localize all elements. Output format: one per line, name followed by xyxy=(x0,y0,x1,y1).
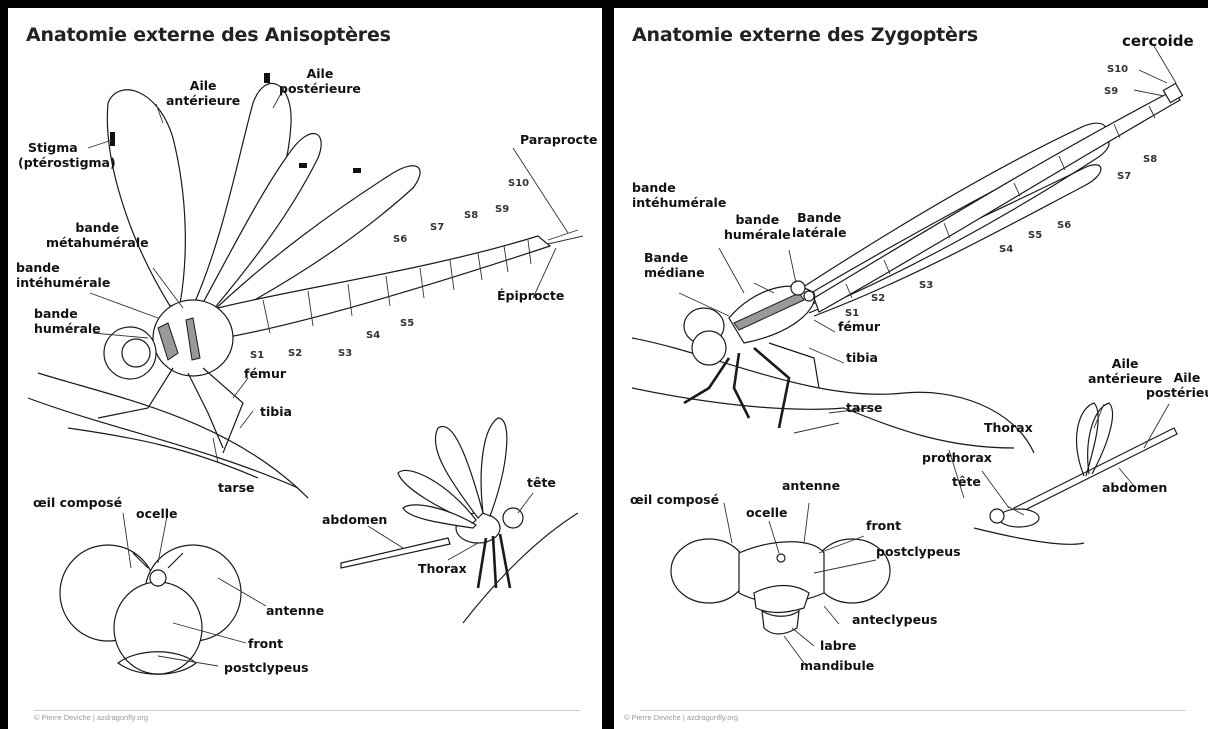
segment-s2: S2 xyxy=(871,293,885,304)
segment-s10: S10 xyxy=(508,178,529,189)
label-line: Bande xyxy=(644,250,705,265)
label-labre: labre xyxy=(820,638,856,653)
label-line: Aile xyxy=(1146,370,1208,385)
segment-s8: S8 xyxy=(464,210,478,221)
label-stigma: Stigma (ptérostigma) xyxy=(18,140,116,170)
label-cercoide: cercoide xyxy=(1122,34,1194,49)
label-oeil-compose: œil composé xyxy=(33,495,122,510)
label-line: intéhumérale xyxy=(16,275,110,290)
zygoptera-panel: Anatomie externe des Zygoptèrs cercoide … xyxy=(614,8,1208,729)
label-line: Bande xyxy=(792,210,847,225)
label-thorax: Thorax xyxy=(984,420,1033,435)
label-tete: tête xyxy=(527,475,556,490)
label-line: Aile xyxy=(279,66,361,81)
segment-s3: S3 xyxy=(919,280,933,291)
label-line: latérale xyxy=(792,225,847,240)
segment-s4: S4 xyxy=(999,244,1013,255)
label-bande-humerale: bande humérale xyxy=(724,212,791,242)
label-line: humérale xyxy=(724,227,791,242)
label-postclypeus: postclypeus xyxy=(224,660,309,675)
label-line: bande xyxy=(632,180,726,195)
label-thorax: Thorax xyxy=(418,561,467,576)
label-antenne: antenne xyxy=(266,603,324,618)
label-femur: fémur xyxy=(838,319,880,334)
label-oeil-compose: œil composé xyxy=(630,492,719,507)
segment-s6: S6 xyxy=(1057,220,1071,231)
footer-divider xyxy=(640,710,1186,711)
label-front: front xyxy=(866,518,901,533)
label-line: Aile xyxy=(166,78,240,93)
label-ocelle: ocelle xyxy=(746,505,788,520)
segment-s10: S10 xyxy=(1107,64,1128,75)
credit: © Pierre Deviche | azdragonfly.org xyxy=(34,713,148,722)
label-line: antérieure xyxy=(166,93,240,108)
label-bande-metahumerale: bande métahumérale xyxy=(46,220,149,250)
page-title: Anatomie externe des Zygoptèrs xyxy=(632,24,978,46)
label-epiprocte: Épiprocte xyxy=(497,288,564,303)
label-tibia: tibia xyxy=(846,350,878,365)
label-line: médiane xyxy=(644,265,705,280)
label-tarse: tarse xyxy=(846,400,883,415)
label-line: métahumérale xyxy=(46,235,149,250)
anisoptera-illustration xyxy=(8,8,602,729)
label-line: humérale xyxy=(34,321,101,336)
label-line: Aile xyxy=(1088,356,1162,371)
label-bande-intehumerale: bande intéhumérale xyxy=(632,180,726,210)
label-aile-posterieure: Aile postérieure xyxy=(279,66,361,96)
label-line: bande xyxy=(16,260,110,275)
label-line: bande xyxy=(724,212,791,227)
label-femur: fémur xyxy=(244,366,286,381)
label-mandibule: mandibule xyxy=(800,658,874,673)
label-antenne: antenne xyxy=(782,478,840,493)
segment-s3: S3 xyxy=(338,348,352,359)
label-line: (ptérostigma) xyxy=(18,155,116,170)
label-abdomen: abdomen xyxy=(322,512,387,527)
segment-s5: S5 xyxy=(400,318,414,329)
label-line: Stigma xyxy=(18,140,116,155)
segment-s6: S6 xyxy=(393,234,407,245)
label-aile-anterieure: Aile antérieure xyxy=(166,78,240,108)
label-ocelle: ocelle xyxy=(136,506,178,521)
label-prothorax: prothorax xyxy=(922,450,992,465)
label-front: front xyxy=(248,636,283,651)
label-line: postérieure xyxy=(1146,385,1208,400)
segment-s1: S1 xyxy=(250,350,264,361)
segment-s1: S1 xyxy=(845,308,859,319)
label-paraprocte: Paraprocte xyxy=(520,132,597,147)
segment-s2: S2 xyxy=(288,348,302,359)
segment-s7: S7 xyxy=(430,222,444,233)
anisoptera-panel: Anatomie externe des Anisoptères Aile an… xyxy=(8,8,602,729)
segment-s9: S9 xyxy=(1104,86,1118,97)
label-bande-laterale: Bande latérale xyxy=(792,210,847,240)
label-line: bande xyxy=(34,306,101,321)
label-tarse: tarse xyxy=(218,480,255,495)
label-tibia: tibia xyxy=(260,404,292,419)
segment-s4: S4 xyxy=(366,330,380,341)
label-anteclypeus: anteclypeus xyxy=(852,612,937,627)
label-bande-humerale: bande humérale xyxy=(34,306,101,336)
label-line: postérieure xyxy=(279,81,361,96)
segment-s9: S9 xyxy=(495,204,509,215)
label-abdomen: abdomen xyxy=(1102,480,1167,495)
label-line: intéhumérale xyxy=(632,195,726,210)
label-tete: tête xyxy=(952,474,981,489)
segment-s7: S7 xyxy=(1117,171,1131,182)
credit: © Pierre Deviche | azdragonfly.org xyxy=(624,713,738,722)
label-bande-intehumerale: bande intéhumérale xyxy=(16,260,110,290)
label-aile-posterieure: Aile postérieure xyxy=(1146,370,1208,400)
label-bande-mediane: Bande médiane xyxy=(644,250,705,280)
segment-s5: S5 xyxy=(1028,230,1042,241)
footer-divider xyxy=(34,710,580,711)
label-postclypeus: postclypeus xyxy=(876,544,961,559)
segment-s8: S8 xyxy=(1143,154,1157,165)
page-title: Anatomie externe des Anisoptères xyxy=(26,24,391,46)
label-line: bande xyxy=(46,220,149,235)
